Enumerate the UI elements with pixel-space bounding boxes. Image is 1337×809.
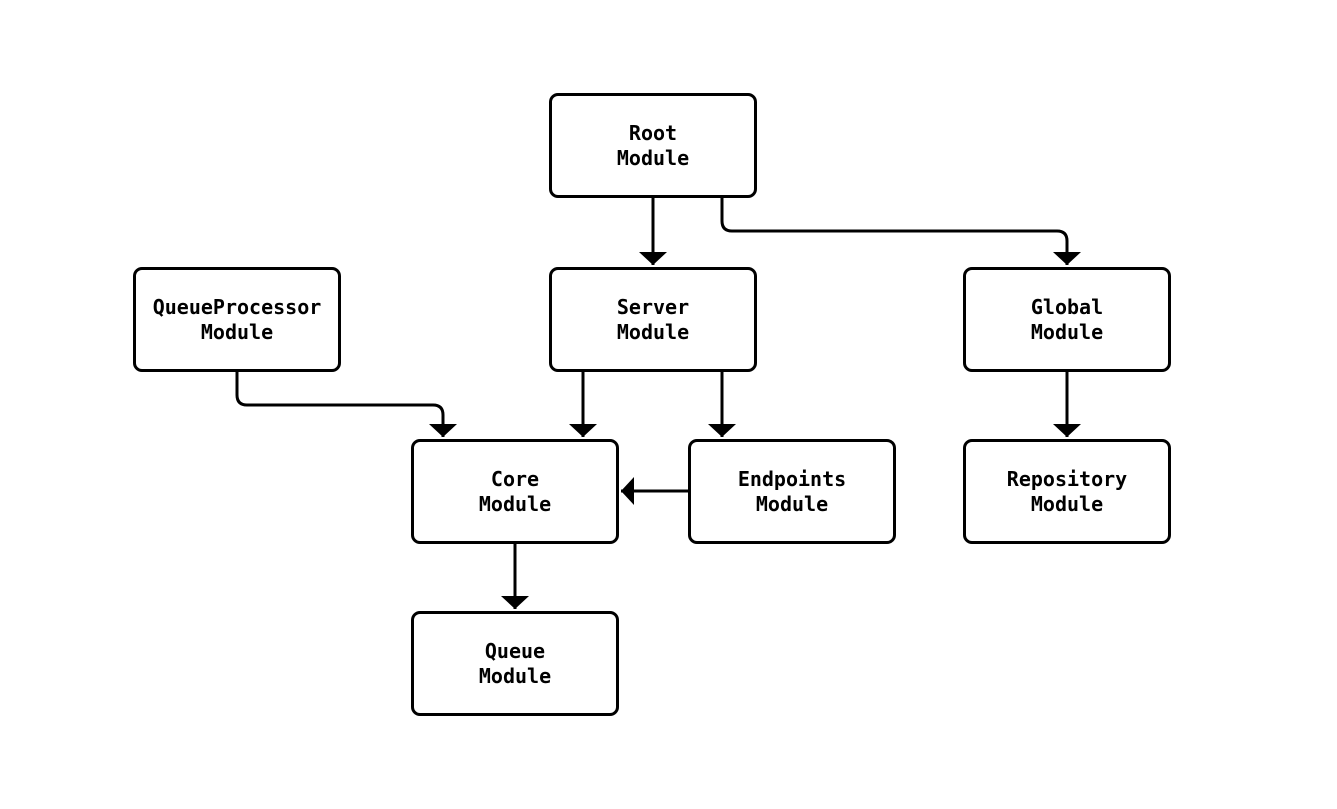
- node-core-label-line2: Module: [478, 491, 552, 516]
- node-endpoints-label-line1: Endpoints: [737, 466, 847, 491]
- node-root-label-line2: Module: [616, 145, 690, 170]
- node-global-label-line1: Global: [1030, 294, 1104, 319]
- node-root-label-line1: Root: [628, 120, 678, 145]
- node-endpoints-label-line2: Module: [755, 491, 829, 516]
- node-repository-label-line2: Module: [1030, 491, 1104, 516]
- node-core-module: Core Module: [411, 439, 619, 544]
- node-queue-label-line1: Queue: [484, 638, 546, 663]
- node-queue-label-line2: Module: [478, 663, 552, 688]
- node-global-label-line2: Module: [1030, 319, 1104, 344]
- node-endpoints-module: Endpoints Module: [688, 439, 896, 544]
- node-server-label-line1: Server: [616, 294, 690, 319]
- node-queueprocessor-module: QueueProcessor Module: [133, 267, 341, 372]
- node-queueprocessor-label-line2: Module: [200, 319, 274, 344]
- edge-root-to-global: [720, 198, 1081, 265]
- node-repository-label-line1: Repository: [1006, 466, 1128, 491]
- node-global-module: Global Module: [963, 267, 1171, 372]
- node-queueprocessor-label-line1: QueueProcessor: [152, 294, 322, 319]
- node-core-label-line1: Core: [490, 466, 540, 491]
- node-root-module: Root Module: [549, 93, 757, 198]
- node-repository-module: Repository Module: [963, 439, 1171, 544]
- node-queue-module: Queue Module: [411, 611, 619, 716]
- node-server-module: Server Module: [549, 267, 757, 372]
- edge-queueprocessor-to-core: [235, 372, 457, 437]
- node-server-label-line2: Module: [616, 319, 690, 344]
